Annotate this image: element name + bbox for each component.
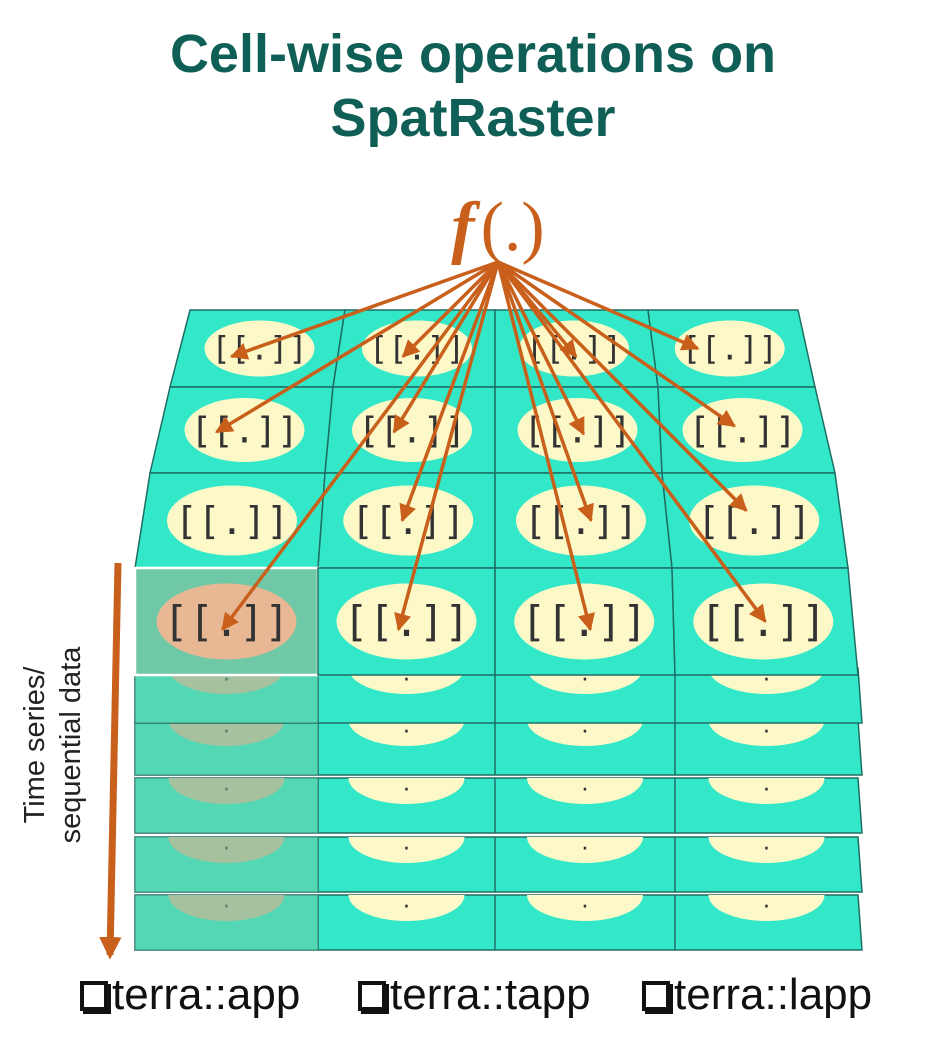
function-name: terra::tapp	[390, 970, 591, 1019]
function-arrow	[496, 261, 586, 436]
layer-cell-ellipse	[708, 837, 825, 864]
cell-label: [[.]]	[697, 499, 811, 543]
cell-label: [[.]]	[369, 330, 465, 368]
function-arrow	[496, 261, 595, 632]
layer-cell-ellipse	[708, 720, 825, 746]
function-name: terra::lapp	[674, 970, 873, 1019]
raster-cell: [[.]]	[494, 567, 676, 676]
function-arrow	[496, 260, 767, 623]
layer-cell-dot: ·	[402, 714, 411, 744]
raster-cell: [[.]]	[657, 386, 836, 474]
function-args: (.)	[481, 189, 545, 266]
function-item-tapp: terra::tapp	[358, 970, 591, 1020]
layer-cell-dot: ·	[581, 714, 590, 744]
layer-cell-dot: ·	[402, 831, 411, 861]
function-item-app: terra::app	[80, 970, 300, 1020]
layer-cell-dot: ·	[762, 714, 771, 744]
layer-cell-ellipse	[527, 720, 643, 746]
highlight-column-layer	[135, 778, 318, 833]
function-arrow	[496, 260, 748, 512]
function-item-lapp: terra::lapp	[642, 970, 872, 1020]
highlight-column-layer	[135, 895, 318, 950]
function-arrow	[497, 260, 700, 351]
time-layer: ····	[134, 889, 863, 951]
layer-cell-dot: ·	[402, 772, 411, 802]
layer-cell-dot: ·	[581, 831, 590, 861]
function-arrow	[392, 261, 500, 434]
time-axis-label-line-1: Time series/	[19, 666, 51, 824]
layer-cell-dot: ·	[762, 889, 771, 919]
function-arrow	[215, 260, 499, 434]
raster-cell: [[.]]	[149, 386, 334, 474]
function-arrow	[401, 260, 500, 358]
layer-cell-ellipse	[527, 837, 643, 863]
function-symbol: f	[451, 189, 481, 266]
function-arrow	[497, 260, 736, 428]
layer-cell-dot: ·	[762, 772, 771, 802]
cell-label: [[.]]	[175, 499, 289, 543]
time-axis-label-line-2: sequential data	[55, 646, 87, 844]
layer-cell-dot: ·	[581, 772, 590, 802]
function-arrow	[399, 261, 500, 523]
layer-cell-dot: ·	[402, 889, 411, 919]
time-axis-arrow	[99, 562, 122, 960]
highlight-column-layer	[135, 837, 318, 892]
layer-cell-dot: ·	[581, 662, 590, 692]
function-arrow	[496, 261, 594, 523]
highlight-column-layer	[135, 720, 318, 775]
layer-cell-ellipse	[708, 778, 825, 805]
layer-cell-dot: ·	[581, 889, 590, 919]
title-line-2: SpatRaster	[330, 88, 616, 148]
layer-cell-ellipse	[348, 895, 465, 921]
raster-cell: [[.]]	[317, 472, 496, 569]
raster-cell: [[.]]	[317, 567, 496, 676]
cell-label: [[.]]	[524, 499, 638, 543]
top-raster-grid: [[.]][[.]][[.]][[.]][[.]][[.]][[.]][[.]]…	[133, 309, 859, 677]
layer-cell-ellipse	[348, 720, 465, 746]
cell-ellipse	[204, 320, 315, 377]
checkbox-icon	[642, 981, 670, 1011]
cell-ellipse	[689, 485, 820, 556]
layer-cell-ellipse	[708, 895, 825, 921]
time-layer: ····	[134, 831, 863, 893]
time-layer: ····	[134, 772, 863, 834]
cell-ellipse	[682, 398, 803, 462]
function-arrows	[215, 260, 767, 632]
time-series-layers: ····················	[134, 662, 863, 951]
time-layer: ····	[134, 714, 863, 776]
function-arrow	[221, 260, 500, 631]
raster-cell: [[.]]	[661, 472, 849, 569]
cell-ellipse	[674, 320, 785, 377]
raster-cell: [[.]]	[647, 309, 816, 388]
cell-label: [[.]]	[688, 411, 796, 452]
layer-cell-dot: ·	[762, 662, 771, 692]
layer-cell-dot: ·	[762, 831, 771, 861]
function-arrow	[394, 261, 500, 632]
layer-cell-dot: ·	[402, 662, 411, 692]
highlight-column-layer	[135, 668, 318, 723]
function-name: terra::app	[112, 970, 301, 1019]
function-arrow	[229, 260, 499, 360]
cell-label: [[.]]	[190, 411, 298, 452]
cell-ellipse	[167, 485, 297, 556]
raster-cell: [[.]]	[494, 472, 673, 569]
checkbox-icon	[80, 981, 108, 1011]
function-label: f(.)	[451, 189, 544, 266]
layer-cell-ellipse	[348, 837, 465, 863]
layer-cell-ellipse	[527, 895, 643, 921]
layer-cell-ellipse	[527, 778, 643, 804]
layer-cell-ellipse	[348, 778, 465, 804]
time-axis-label: Time series/ sequential data	[19, 646, 87, 844]
title-line-1: Cell-wise operations on	[169, 24, 777, 84]
cell-ellipse	[184, 398, 305, 462]
raster-cell: [[.]]	[134, 472, 326, 569]
checkbox-icon	[358, 981, 386, 1011]
diagram-title: Cell-wise operations on SpatRaster	[0, 22, 946, 150]
